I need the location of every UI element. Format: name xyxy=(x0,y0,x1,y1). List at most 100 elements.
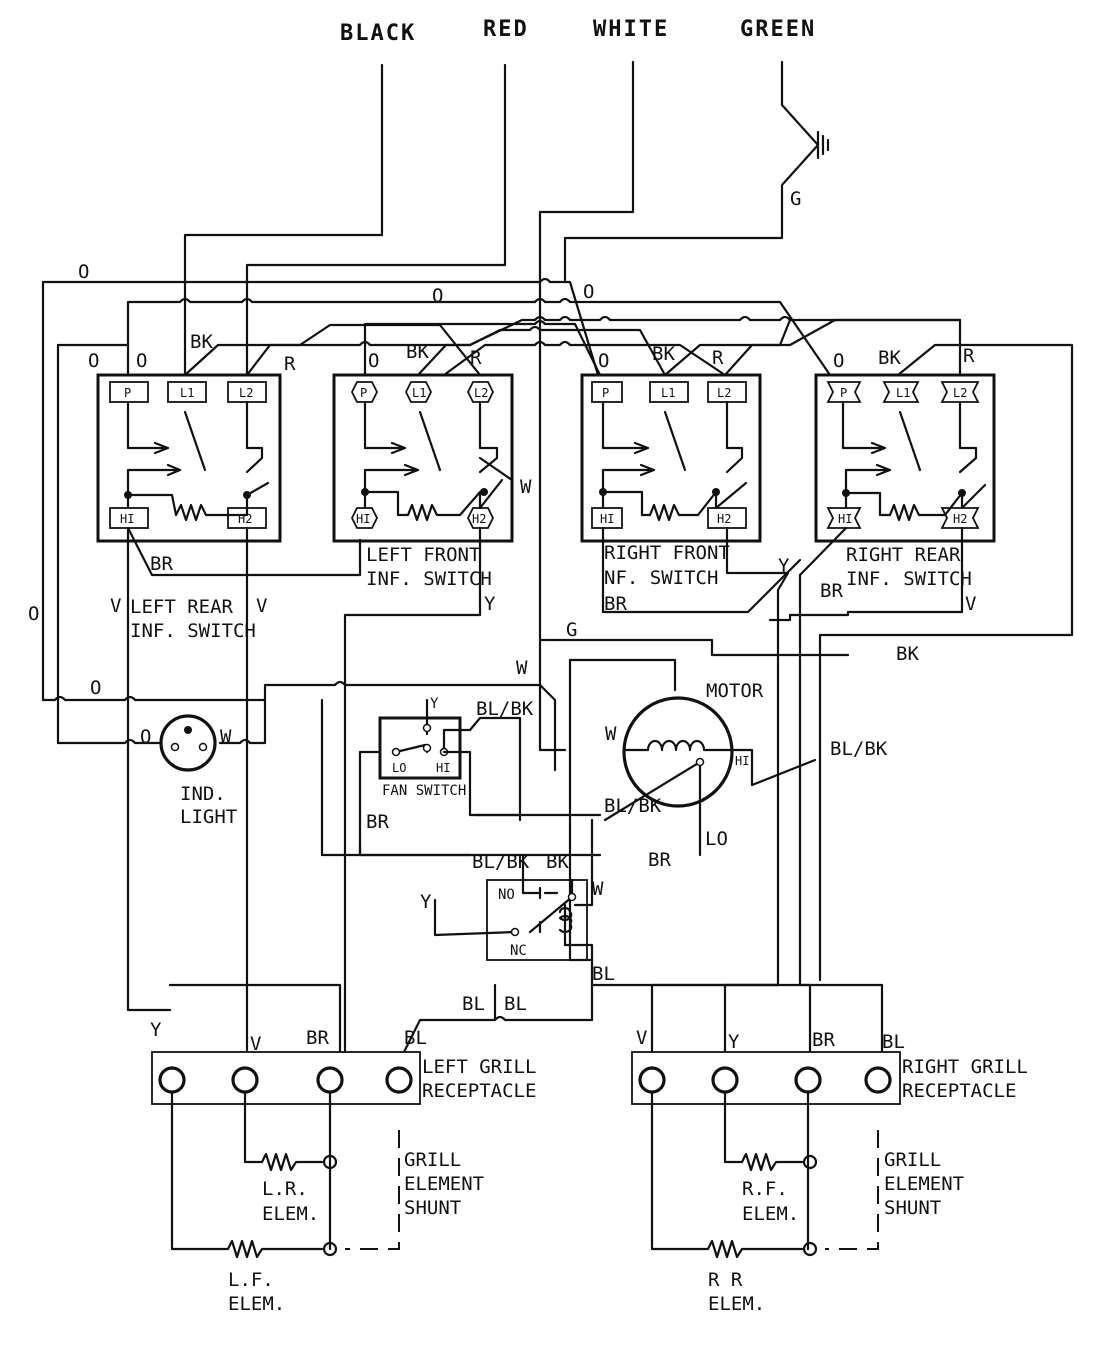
svg-text:BL: BL xyxy=(882,1031,905,1053)
left-front-infinite-switch: P L1 L2 HI H2 xyxy=(332,373,514,543)
left-receptacle-label-2: RECEPTACLE xyxy=(422,1080,536,1102)
svg-text:V: V xyxy=(636,1027,647,1049)
svg-text:BL/BK: BL/BK xyxy=(830,738,888,760)
svg-text:BL: BL xyxy=(504,993,527,1015)
feed-black-label: BLACK xyxy=(340,21,416,46)
svg-text:L2: L2 xyxy=(474,386,488,400)
svg-text:V: V xyxy=(256,595,267,617)
svg-text:O: O xyxy=(88,350,99,372)
ind-light-label-2: LIGHT xyxy=(180,806,237,828)
svg-text:H2: H2 xyxy=(717,512,731,526)
right-receptacle-label-2: RECEPTACLE xyxy=(902,1080,1016,1102)
svg-text:BR: BR xyxy=(648,849,671,871)
svg-text:R: R xyxy=(963,345,975,367)
svg-text:R: R xyxy=(470,347,482,369)
svg-text:L2: L2 xyxy=(717,386,731,400)
svg-text:Y: Y xyxy=(728,1031,740,1053)
svg-text:BK: BK xyxy=(878,347,901,369)
feed-red-label: RED xyxy=(483,17,529,42)
right-shunt-label-2: ELEMENT xyxy=(884,1173,964,1195)
left-rear-switch-label-2: INF. SWITCH xyxy=(130,620,256,642)
svg-text:L1: L1 xyxy=(412,386,426,400)
svg-text:O: O xyxy=(90,677,101,699)
lf-elem-label-2: ELEM. xyxy=(228,1293,285,1315)
svg-text:HI: HI xyxy=(436,761,450,775)
svg-text:W: W xyxy=(220,726,232,748)
right-front-switch-label-2: NF. SWITCH xyxy=(604,567,718,589)
lr-elem-label-1: L.R. xyxy=(262,1178,308,1200)
svg-text:V: V xyxy=(250,1033,261,1055)
right-shunt-label-1: GRILL xyxy=(884,1149,941,1171)
svg-text:BK: BK xyxy=(652,343,675,365)
svg-text:R: R xyxy=(284,353,296,375)
right-rear-switch-label-2: INF. SWITCH xyxy=(846,568,972,590)
feed-wires xyxy=(183,60,830,752)
svg-text:BL: BL xyxy=(462,993,485,1015)
left-shunt-label-1: GRILL xyxy=(404,1149,461,1171)
svg-text:BK: BK xyxy=(406,341,429,363)
svg-text:BL/BK: BL/BK xyxy=(604,795,662,817)
svg-text:W: W xyxy=(520,476,532,498)
svg-text:BR: BR xyxy=(306,1027,329,1049)
svg-text:LO: LO xyxy=(705,828,728,850)
svg-text:BR: BR xyxy=(150,553,173,575)
svg-text:BR: BR xyxy=(812,1029,835,1051)
svg-text:HI: HI xyxy=(735,754,749,768)
rr-elem-label-2: ELEM. xyxy=(708,1293,765,1315)
fan-switch: LO HI xyxy=(358,698,602,857)
svg-text:BL: BL xyxy=(404,1027,427,1049)
feed-white-label: WHITE xyxy=(593,17,669,42)
left-grill-receptacle xyxy=(151,1051,421,1105)
right-receptacle-label-1: RIGHT GRILL xyxy=(902,1056,1028,1078)
svg-text:L1: L1 xyxy=(661,386,675,400)
svg-text:O: O xyxy=(432,285,443,307)
svg-text:P: P xyxy=(602,386,609,400)
left-shunt-label-2: ELEMENT xyxy=(404,1173,484,1195)
indicator-light xyxy=(159,714,217,772)
svg-text:P: P xyxy=(840,386,847,400)
motor xyxy=(603,696,817,857)
svg-text:L1: L1 xyxy=(896,386,910,400)
svg-text:O: O xyxy=(598,350,609,372)
svg-text:BK: BK xyxy=(546,851,569,873)
right-rear-infinite-switch: P L1 L2 HI H2 xyxy=(814,373,996,543)
rr-elem-label-1: R R xyxy=(708,1269,743,1291)
svg-text:O: O xyxy=(140,726,151,748)
lr-elem-label-2: ELEM. xyxy=(262,1203,319,1225)
right-front-infinite-switch: P L1 L2 HI H2 xyxy=(580,373,762,543)
svg-text:L1: L1 xyxy=(180,386,194,400)
relay-no-label: NO xyxy=(498,887,515,903)
rf-elem-label-1: R.F. xyxy=(742,1178,788,1200)
svg-text:O: O xyxy=(28,603,39,625)
svg-text:P: P xyxy=(124,386,131,400)
lower-harness xyxy=(168,813,884,1062)
svg-text:H2: H2 xyxy=(238,512,252,526)
right-shunt-label-3: SHUNT xyxy=(884,1197,941,1219)
svg-text:HI: HI xyxy=(600,512,614,526)
relay xyxy=(433,818,594,987)
left-elements xyxy=(170,1090,400,1259)
svg-text:O: O xyxy=(368,350,379,372)
svg-text:BL: BL xyxy=(592,963,615,985)
fan-switch-y-label: Y xyxy=(430,696,439,712)
motor-label: MOTOR xyxy=(706,680,764,702)
svg-text:O: O xyxy=(833,350,844,372)
svg-text:HI: HI xyxy=(356,512,370,526)
right-rear-switch-label-1: RIGHT REAR xyxy=(846,544,961,566)
svg-text:O: O xyxy=(136,350,147,372)
svg-text:H2: H2 xyxy=(472,512,486,526)
left-front-switch-label-1: LEFT FRONT xyxy=(366,544,480,566)
svg-text:BL/BK: BL/BK xyxy=(472,851,530,873)
svg-text:HI: HI xyxy=(120,512,134,526)
svg-text:BK: BK xyxy=(896,643,919,665)
left-shunt-label-3: SHUNT xyxy=(404,1197,461,1219)
left-receptacle-label-1: LEFT GRILL xyxy=(422,1056,536,1078)
svg-text:Y: Y xyxy=(778,555,790,577)
fan-switch-label: FAN SWITCH xyxy=(382,783,466,799)
svg-text:V: V xyxy=(965,593,976,615)
svg-text:BL/BK: BL/BK xyxy=(476,698,534,720)
lf-elem-label-1: L.F. xyxy=(228,1269,274,1291)
svg-text:Y: Y xyxy=(420,891,432,913)
svg-text:H2: H2 xyxy=(953,512,967,526)
svg-text:L2: L2 xyxy=(239,386,253,400)
